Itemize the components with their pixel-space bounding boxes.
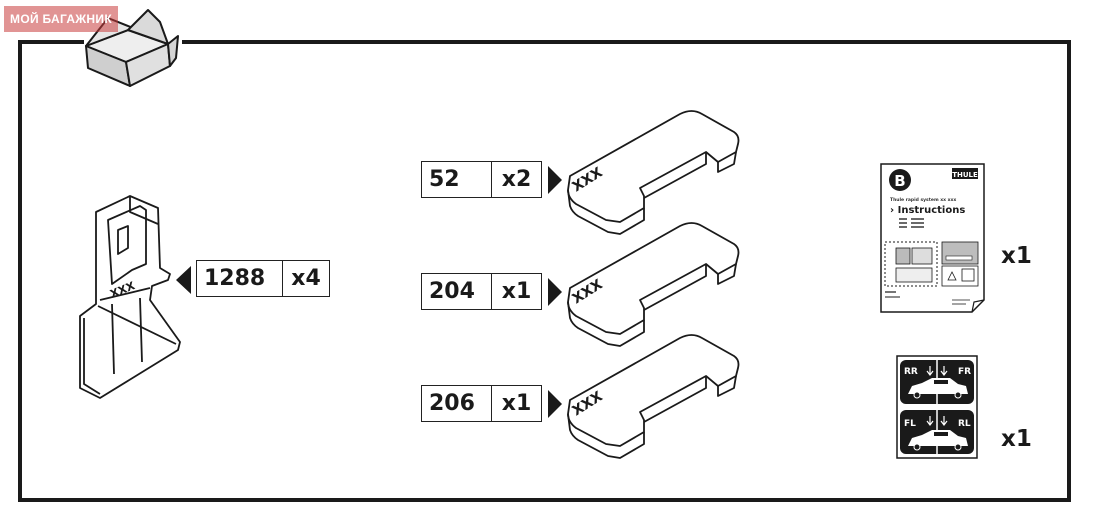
pad-pointer-arrow-3 bbox=[548, 390, 562, 418]
foot-quantity-box: 1288 x4 bbox=[196, 260, 330, 297]
pad-quantity-box-2: 204 x1 bbox=[421, 273, 542, 310]
foot-part-drawing bbox=[79, 195, 181, 399]
pad-quantity-box-3: 206 x1 bbox=[421, 385, 542, 422]
foot-part-qty: x4 bbox=[291, 266, 321, 291]
thule-logo-text: THULE bbox=[952, 171, 978, 179]
pad-part-drawing-2: XXX bbox=[567, 222, 740, 347]
pad-part-code: 204 bbox=[422, 274, 492, 309]
pad-part-qty: x1 bbox=[501, 391, 532, 416]
pad-pointer-arrow-1 bbox=[548, 166, 562, 194]
sticker-car-top bbox=[908, 378, 968, 399]
manual-subtitle: Thule rapid system xx xxx bbox=[890, 197, 956, 203]
frame-border bbox=[18, 40, 1071, 502]
pad-part-code: 52 bbox=[422, 162, 492, 197]
sticker-label-rr: RR bbox=[904, 367, 918, 377]
sticker-label-fr: FR bbox=[958, 367, 971, 377]
instruction-manual-icon: B THULE Thule rapid system xx xxx › Inst… bbox=[880, 163, 985, 313]
manual-badge-letter: B bbox=[894, 172, 905, 190]
sticker-car-bottom bbox=[908, 430, 968, 451]
pad-part-code: 206 bbox=[422, 386, 492, 421]
foot-part-code: 1288 bbox=[197, 261, 283, 296]
pad-part-drawing: XXX bbox=[567, 110, 740, 235]
position-sticker-icon: RR FR FL RL bbox=[896, 355, 978, 459]
manual-quantity: x1 bbox=[1001, 243, 1032, 269]
pad-quantity-box-1: 52 x2 bbox=[421, 161, 542, 198]
pad-part-qty: x2 bbox=[501, 167, 532, 192]
pad-pointer-arrow-2 bbox=[548, 278, 562, 306]
manual-badge bbox=[889, 169, 911, 191]
sticker-label-rl: RL bbox=[958, 419, 971, 429]
pad-part-qty: x1 bbox=[501, 279, 532, 304]
thule-logo bbox=[952, 168, 978, 179]
sticker-label-fl: FL bbox=[904, 419, 916, 429]
pad-part-drawing-3: XXX bbox=[567, 334, 740, 459]
manual-heading: › Instructions bbox=[890, 205, 965, 216]
package-box-icon bbox=[85, 9, 179, 87]
sticker-arrows bbox=[926, 366, 948, 426]
foot-pointer-arrow bbox=[176, 266, 191, 294]
sticker-quantity: x1 bbox=[1001, 426, 1032, 452]
watermark-badge: МОЙ БАГАЖНИК bbox=[4, 6, 118, 32]
